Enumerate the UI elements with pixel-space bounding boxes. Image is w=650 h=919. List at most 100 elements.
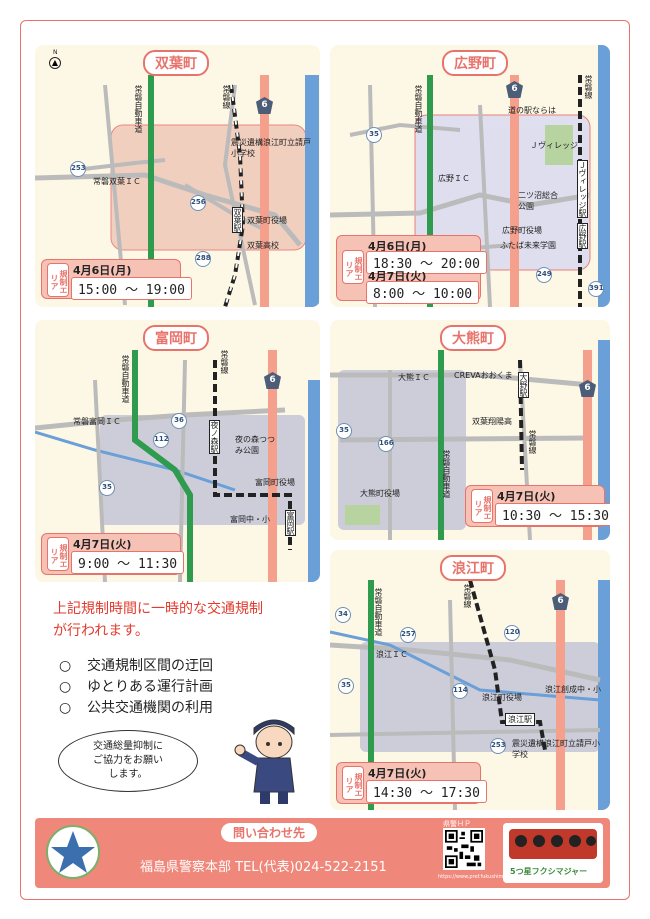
circle-bullet-icon: ○ (59, 700, 72, 716)
restriction-date: 4月7日(火) (368, 270, 427, 283)
rail-label: 常磐線 (463, 584, 472, 608)
route-marker: 114 (452, 683, 468, 699)
highschool-label: 双葉高校 (247, 241, 279, 250)
school-label: 震災遺構浪江町立請戸小学校 (231, 138, 311, 158)
rail-label: 常磐線 (220, 350, 229, 374)
expwy-label: 常磐自動車道 (121, 355, 130, 403)
expwy-label: 常磐自動車道 (414, 85, 423, 133)
route-marker: 35 (366, 127, 382, 143)
restriction-area-tag: 規制エリア (342, 250, 364, 284)
route-marker: 249 (536, 267, 552, 283)
map-panel-okuma: 大熊町 大熊ＩＣ CREVAおおくま 大野駅 6 双葉翔陽高 35 常磐線 16… (330, 320, 610, 540)
restriction-area-tag: 規制エリア (342, 766, 364, 800)
restriction-date: 4月7日(火) (497, 490, 556, 503)
hp-label: 県警ＨＰ (443, 820, 471, 828)
ic-label: 大熊ＩＣ (398, 373, 430, 382)
rail-label: 常磐線 (528, 430, 537, 454)
expwy-label: 常磐自動車道 (134, 85, 143, 133)
park-label: 夜の森つつみ公園 (235, 435, 275, 455)
station-label: 大野駅 (518, 372, 529, 398)
contact-heading: 問い合わせ先 (221, 823, 318, 842)
notice-line-1: 上記規制時間に一時的な交通規制 (53, 601, 263, 617)
map-panel-hirono: 広野町 常磐自動車道 常磐線 6 道の駅ならは 35 Ｊヴィレッジ Ｊヴィレッジ… (330, 45, 610, 307)
national-route-shield: 6 (264, 372, 281, 389)
ic-label: 浪江ＩＣ (376, 650, 408, 659)
town-title: 大熊町 (440, 325, 506, 351)
restriction-area-tag: 規制エリア (471, 489, 493, 523)
route-marker: 34 (335, 607, 351, 623)
footer: 問い合わせ先 福島県警察本部 TEL(代表)024-522-2151 県警ＨＰ … (35, 818, 610, 888)
list-item: ○ゆとりある運行計画 (59, 677, 213, 698)
compass-icon: ▲ (49, 57, 61, 69)
national-route-shield: 6 (579, 380, 596, 397)
route-marker: 253 (70, 161, 86, 177)
route-marker: 120 (504, 625, 520, 641)
qr-code[interactable] (443, 828, 485, 870)
circle-bullet-icon: ○ (59, 679, 72, 695)
bubble-line: します。 (108, 769, 148, 780)
station-label: 双葉駅 (232, 207, 243, 233)
list-item: ○交通規制区間の迂回 (59, 656, 213, 677)
north-arrow: N (53, 49, 58, 56)
yonomori-station-label: 夜ノ森駅 (209, 420, 220, 454)
speech-bubble: 交通総量抑制に ご協力をお願い します。 (58, 730, 198, 792)
fukushimajar-logo (503, 823, 603, 883)
school-label: 富岡中・小 (230, 515, 270, 524)
route-marker: 257 (400, 627, 416, 643)
map-panel-futaba: 双葉町 常磐自動車道 常磐線 6 震災遺構浪江町立請戸小学校 253 常磐双葉Ｉ… (35, 45, 320, 307)
ic-label: 広野ＩＣ (438, 174, 470, 183)
expwy-label: 常磐自動車道 (374, 588, 383, 636)
route-marker: 35 (336, 423, 352, 439)
creva-label: CREVAおおくま (454, 371, 513, 380)
school-label: 双葉翔陽高 (472, 417, 512, 426)
restriction-area-tag: 規制エリア (47, 537, 69, 571)
police-hq-contact: 福島県警察本部 TEL(代表)024-522-2151 (140, 860, 387, 875)
restriction-time: 10:30 〜 15:30 (495, 503, 610, 526)
office-label: 大熊町役場 (360, 489, 400, 498)
restriction-date: 4月6日(月) (73, 264, 132, 277)
route-marker: 35 (338, 678, 354, 694)
jvillage-station-label: Ｊヴィレッジ駅 (577, 160, 588, 218)
restriction-time: 15:00 〜 19:00 (71, 277, 192, 300)
national-route-shield: 6 (506, 81, 523, 98)
office-label: 双葉町役場 (247, 216, 287, 225)
bubble-line: 交通総量抑制に (93, 741, 163, 752)
request-list: ○交通規制区間の迂回 ○ゆとりある運行計画 ○公共交通機関の利用 (59, 656, 213, 719)
map-panel-tomioka: 富岡町 常磐自動車道 常磐線 6 常磐富岡ＩＣ 112 36 夜ノ森駅 夜の森つ… (35, 320, 320, 582)
michinoeki-label: 道の駅ならは (508, 106, 556, 115)
restriction-date: 4月7日(火) (73, 538, 132, 551)
rail-label: 常磐線 (584, 75, 593, 99)
town-title: 広野町 (442, 50, 508, 76)
national-route-shield: 6 (552, 593, 569, 610)
station-label: 富岡駅 (285, 510, 296, 536)
route-marker: 36 (171, 413, 187, 429)
notice-heading: 上記規制時間に一時的な交通規制 が行われます。 (53, 598, 323, 642)
route-marker: 253 (490, 738, 506, 754)
town-title: 浪江町 (440, 555, 506, 581)
school2-label: 浪江創成中・小 (545, 685, 601, 694)
route-marker: 35 (99, 480, 115, 496)
restriction-time: 14:30 〜 17:30 (366, 780, 487, 803)
station-label: 浪江駅 (505, 713, 535, 726)
town-title: 双葉町 (143, 50, 209, 76)
route-marker: 288 (195, 251, 211, 267)
school-label: ふたば未来学園 (500, 241, 556, 250)
ic-label: 常磐富岡ＩＣ (73, 417, 121, 426)
route-marker: 166 (378, 436, 394, 452)
route-marker: 112 (153, 432, 169, 448)
restriction-time: 18:30 〜 20:00 (366, 251, 487, 274)
national-route-shield: 6 (256, 97, 273, 114)
bubble-line: ご協力をお願い (93, 755, 163, 766)
route-marker: 391 (588, 281, 604, 297)
restriction-date: 4月6日(月) (368, 240, 427, 253)
restriction-area-tag: 規制エリア (47, 263, 69, 297)
page-frame (20, 20, 630, 900)
jvillage-label: Ｊヴィレッジ (530, 141, 578, 150)
police-officer-illustration (234, 719, 295, 804)
ic-label: 常磐双葉ＩＣ (93, 177, 141, 186)
restriction-time: 8:00 〜 10:00 (366, 281, 480, 304)
park-label: 二ツ沼総合公園 (518, 191, 558, 211)
town-title: 富岡町 (143, 325, 209, 351)
office-label: 広野町役場 (502, 226, 542, 235)
route-marker: 256 (190, 195, 206, 211)
